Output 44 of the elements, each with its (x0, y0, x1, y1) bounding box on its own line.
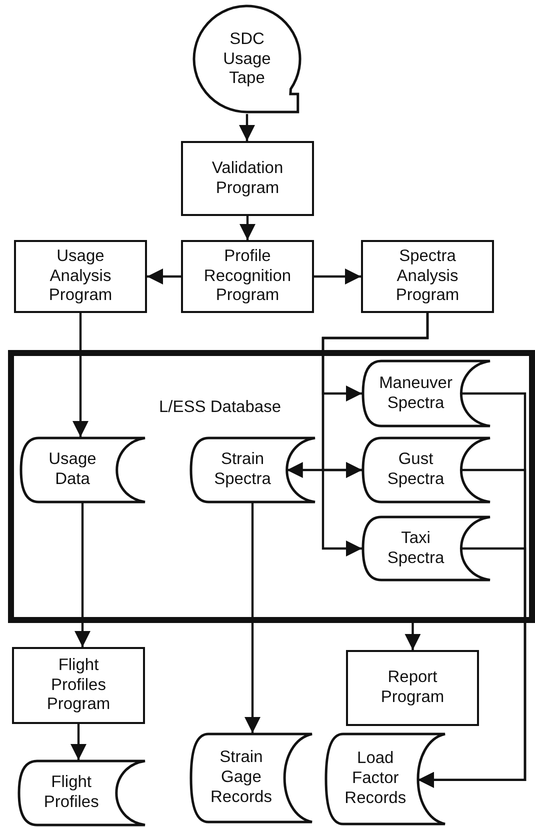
node-label: Strain Spectra (214, 450, 271, 490)
arrow (74, 503, 90, 647)
process-box (12, 647, 145, 724)
arrow (244, 503, 260, 733)
node-label: Spectra Analysis Program (396, 246, 460, 306)
tape-symbol (192, 5, 302, 114)
node-label: L/ESS Database (159, 398, 281, 418)
arrow (404, 623, 421, 650)
node-label: Validation Program (212, 158, 284, 198)
document-symbol (362, 360, 490, 427)
arrow (72, 313, 88, 437)
arrow (314, 268, 361, 284)
node-label: Profile Recognition Program (204, 246, 292, 306)
process-box (361, 240, 494, 313)
node-label: Flight Profiles Program (46, 656, 110, 716)
node-label: Maneuver Spectra (379, 374, 452, 414)
database-boundary (8, 350, 535, 623)
document-symbol (362, 516, 490, 581)
document-symbol (362, 437, 490, 503)
node-label: Report Program (380, 668, 444, 708)
arrow (70, 724, 86, 760)
node-label: Usage Analysis Program (48, 246, 112, 306)
process-box (181, 141, 314, 216)
node-label: SDC Usage Tape (223, 30, 271, 90)
arrow (240, 216, 256, 240)
arrow (418, 547, 526, 788)
arrow (286, 462, 362, 478)
process-box (346, 650, 479, 726)
arrow (322, 313, 429, 556)
arrow (147, 268, 181, 284)
process-box (14, 240, 147, 313)
document-symbol (190, 437, 315, 503)
process-box (181, 240, 314, 313)
node-label: Strain Gage Records (210, 748, 272, 808)
node-label: Usage Data (48, 450, 96, 490)
document-symbol (190, 733, 312, 823)
node-label: Taxi Spectra (387, 528, 444, 568)
arrow (239, 114, 255, 141)
node-label: Gust Spectra (387, 450, 444, 490)
document-symbol (18, 760, 145, 826)
document-symbol (20, 437, 145, 503)
node-label: Load Factor Records (344, 749, 406, 809)
node-label: Flight Profiles (44, 773, 99, 813)
document-symbol (325, 733, 445, 825)
